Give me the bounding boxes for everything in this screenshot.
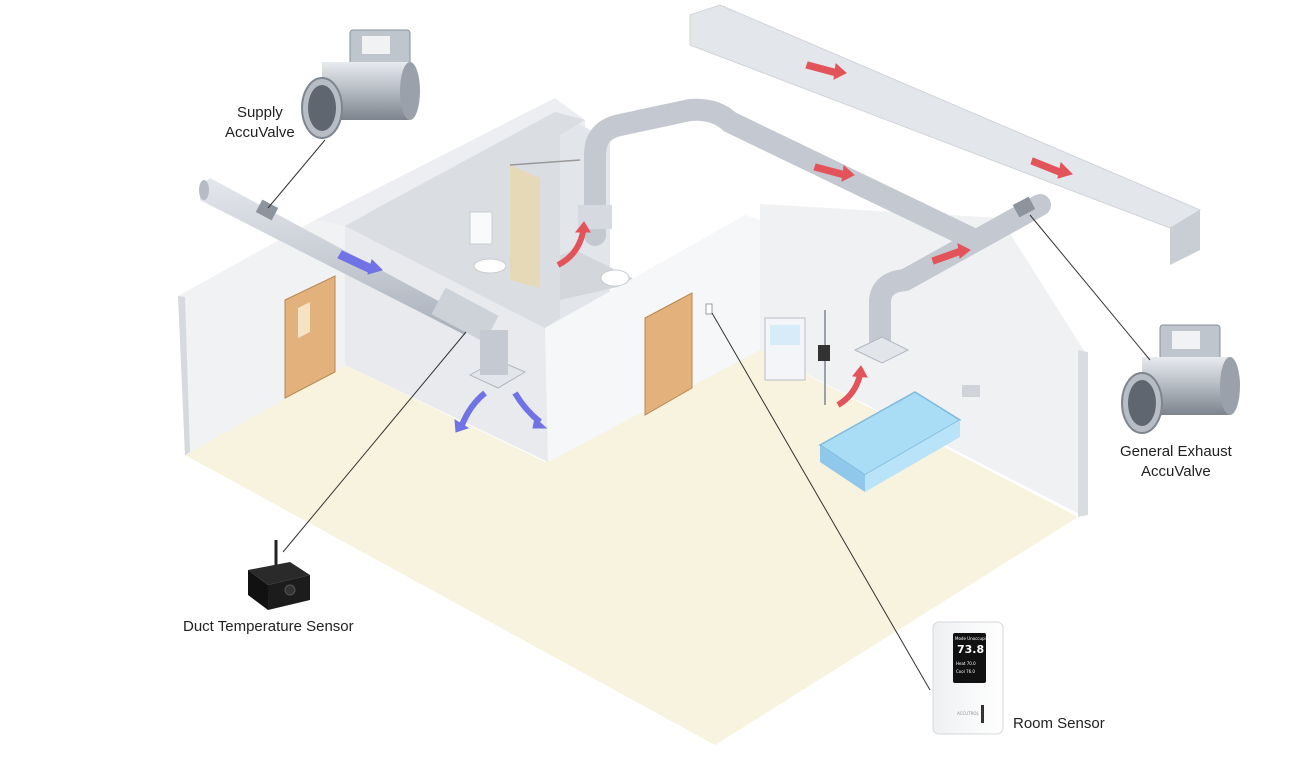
right-wall-edge <box>1078 350 1088 517</box>
shower-curtain <box>510 165 540 288</box>
bathroom-sink <box>473 258 507 274</box>
room-exhaust-grille <box>853 336 910 364</box>
exhaust-valve-on-duct <box>1012 196 1036 218</box>
room-sensor-brand: ACCUTROL <box>957 711 979 716</box>
exhaust-airflow-arrows <box>556 61 1073 408</box>
room-sensor-wall-unit <box>705 303 713 315</box>
main-exhaust-duct <box>689 4 1202 229</box>
duct-temperature-sensor-label: Duct Temperature Sensor <box>183 618 354 635</box>
back-wall-right <box>760 204 1085 517</box>
left-outer-wall <box>178 220 345 455</box>
right-door <box>644 292 693 416</box>
supply-valve-on-duct <box>255 199 279 221</box>
exhaust-accuvalve-label: General Exhaust AccuValve <box>1120 442 1232 482</box>
room-sensor-image <box>932 621 1004 735</box>
supply-accuvalve-label: Supply AccuValve <box>225 103 295 143</box>
supply-airflow-arrows <box>337 250 548 433</box>
room-sensor-cool-text: Cool 76.0 <box>956 669 975 674</box>
supply-duct-box <box>431 287 499 343</box>
toilet <box>600 269 630 287</box>
room-exhaust-duct <box>869 194 1051 351</box>
supply-label-line2: AccuValve <box>225 124 295 141</box>
left-door-window <box>298 302 310 339</box>
supply-accuvalve-image <box>301 29 420 139</box>
exhaust-accuvalve-image <box>1121 324 1240 434</box>
left-wall-face <box>178 296 190 455</box>
room-sensor-temperature: 73.8 <box>957 643 985 656</box>
exhaust-label-line1: General Exhaust <box>1120 443 1232 460</box>
leader-lines <box>267 139 1151 691</box>
room-sensor-label: Room Sensor <box>1013 715 1105 732</box>
room-sensor-mode-text: Mode Unoccupied <box>955 636 991 641</box>
supply-label-line1: Supply <box>236 104 283 121</box>
bathroom-exhaust-duct <box>584 98 986 251</box>
exhaust-label-line2: AccuValve <box>1140 463 1211 480</box>
left-door <box>284 275 336 399</box>
room-sensor-heat-text: Heat 70.0 <box>956 661 976 666</box>
duct-temperature-sensor-image <box>248 540 310 610</box>
